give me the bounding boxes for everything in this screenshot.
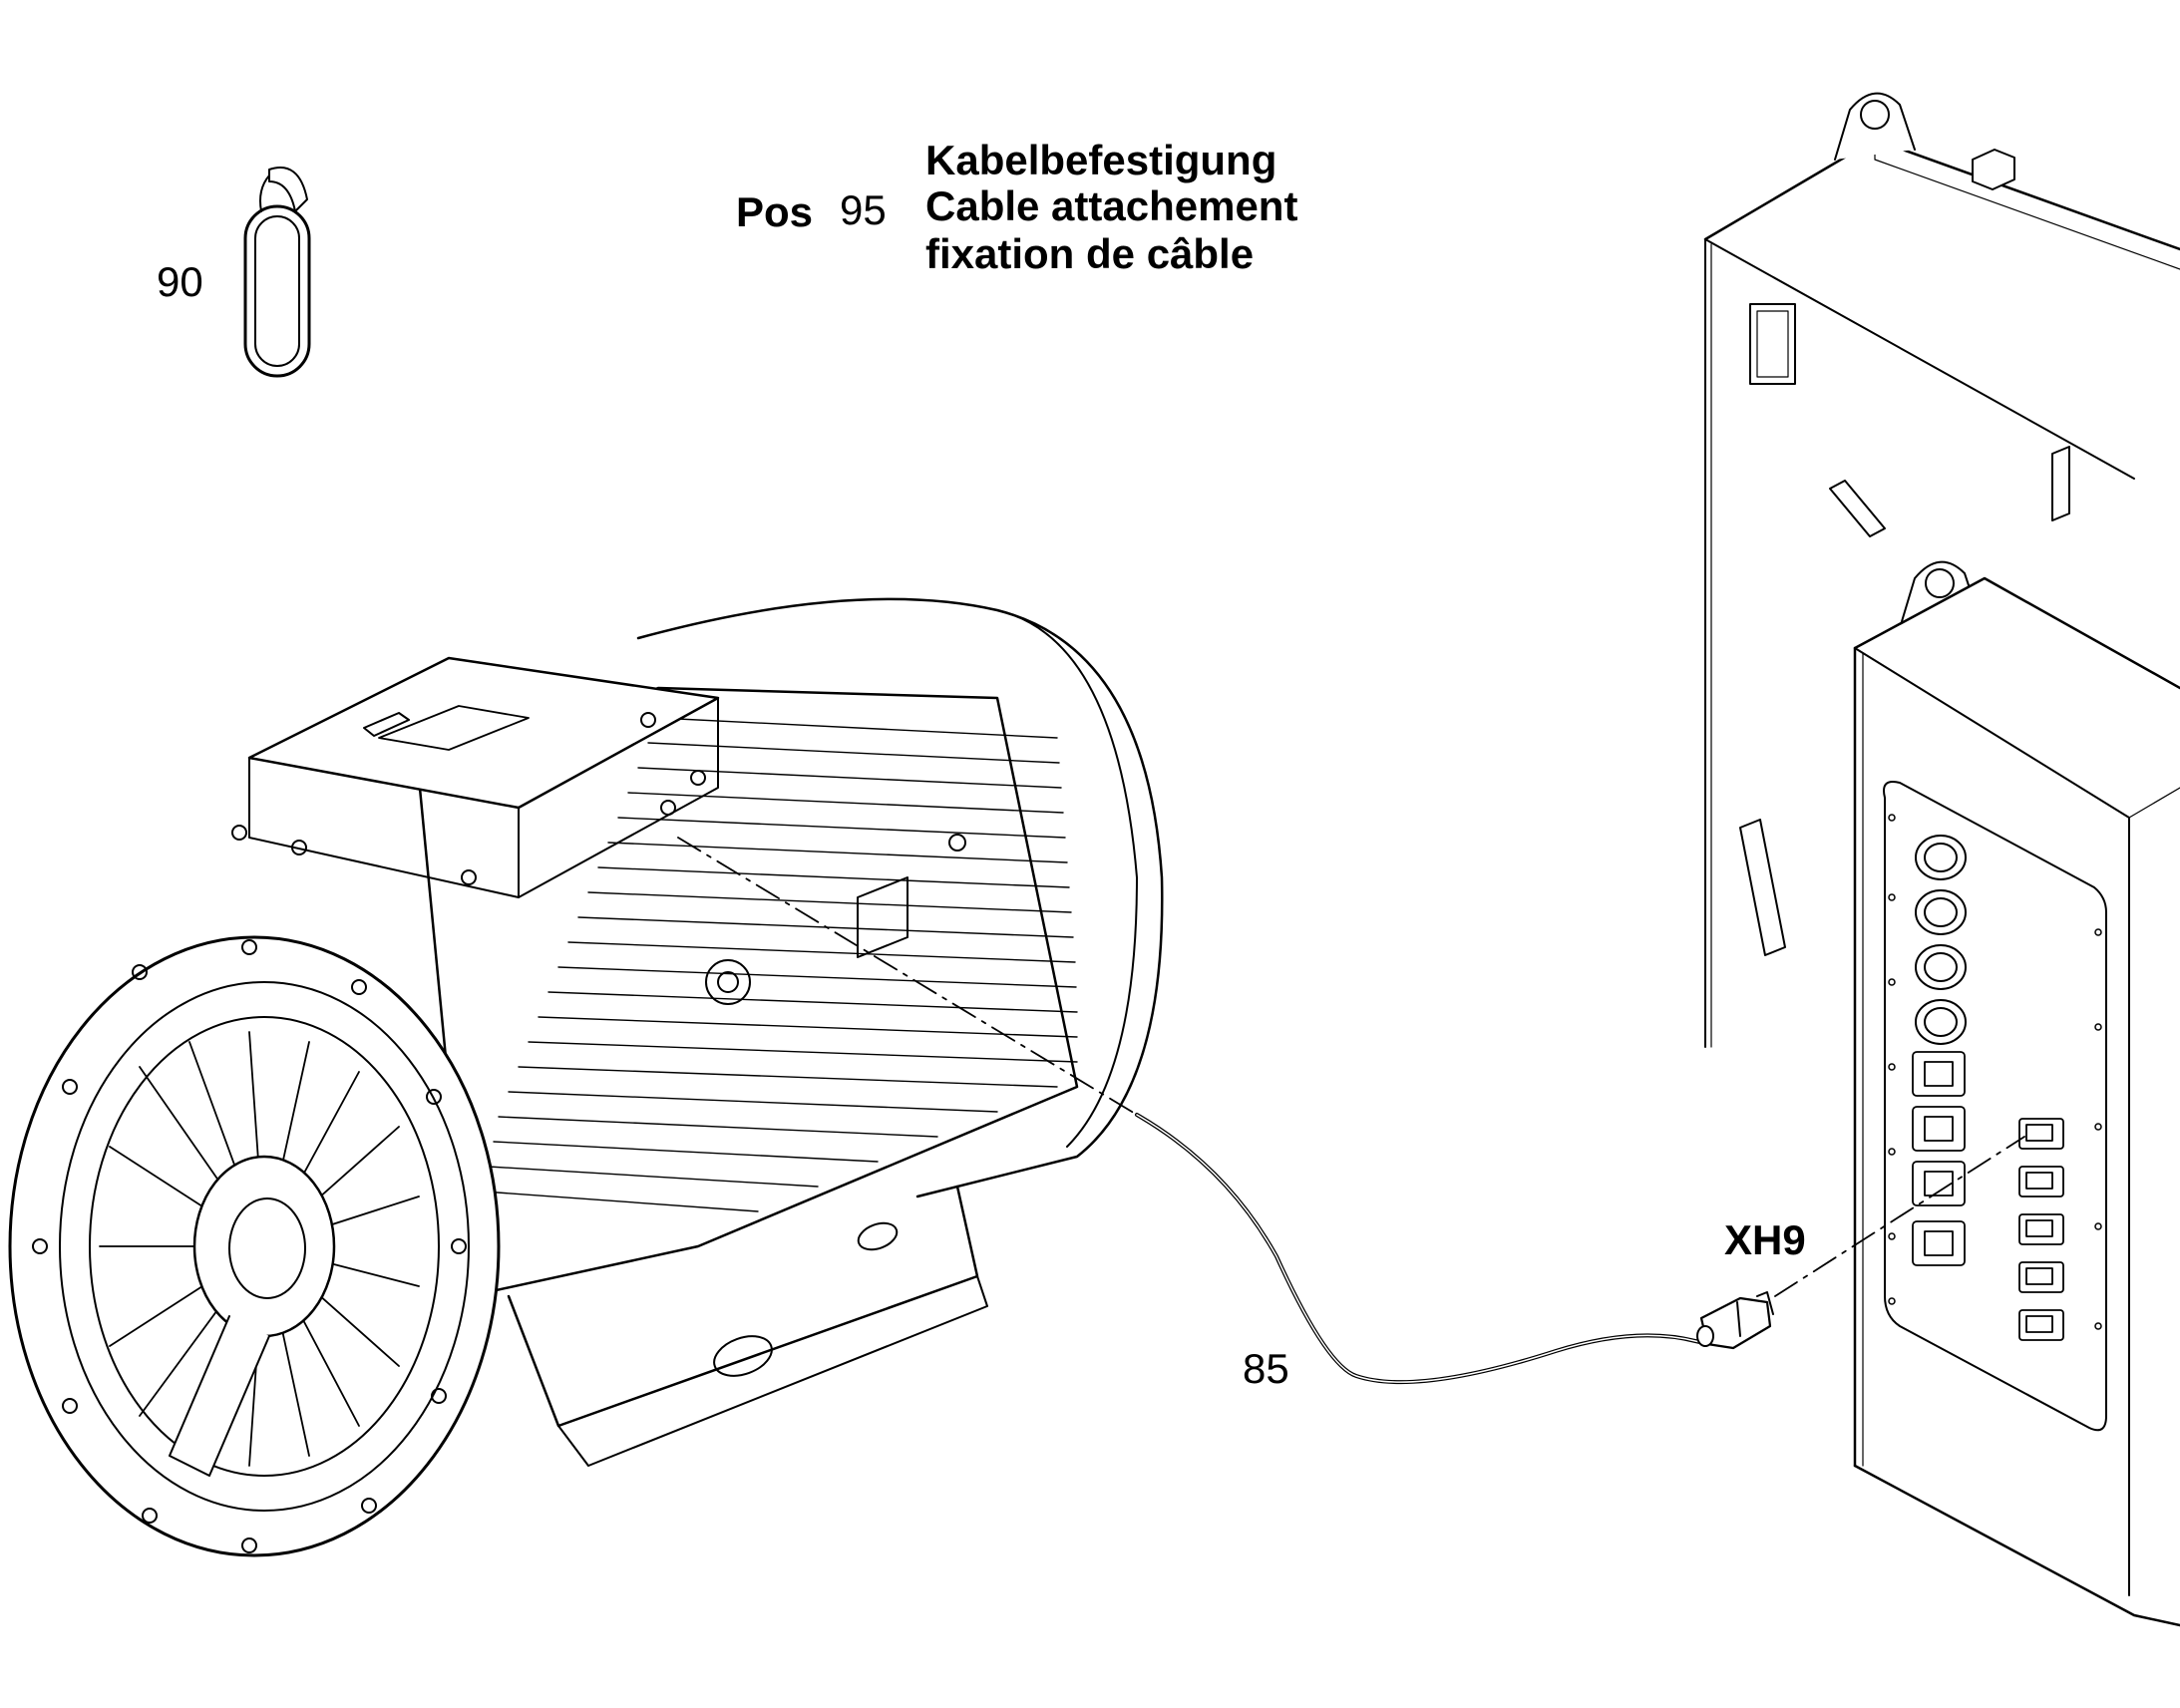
title-block: Pos 95 Kabelbefestigung Cable attachemen… bbox=[736, 140, 1334, 279]
description-english: Cable attachement bbox=[925, 182, 1298, 229]
electric-motor bbox=[8, 597, 1164, 1557]
cable-clip-part bbox=[243, 167, 311, 378]
pos-number: 95 bbox=[840, 186, 887, 233]
pos-label: Pos bbox=[736, 188, 814, 235]
cooling-fins bbox=[483, 717, 1078, 1212]
callout-item-85: 85 bbox=[1243, 1345, 1289, 1392]
callout-item-90: 90 bbox=[157, 258, 203, 305]
flange-bolt-holes bbox=[32, 939, 467, 1553]
sensor-cable-part bbox=[1135, 1113, 1774, 1385]
cable-glands bbox=[1915, 835, 1967, 1045]
connector-sockets bbox=[1912, 1051, 2064, 1341]
description-french: fixation de câble bbox=[925, 230, 1255, 277]
control-cabinet bbox=[1703, 92, 2180, 1627]
plate-rivets bbox=[1888, 814, 2102, 1330]
description-german: Kabelbefestigung bbox=[925, 137, 1277, 183]
leader-lines bbox=[677, 837, 2025, 1297]
callout-connector-xh9: XH9 bbox=[1724, 1216, 1806, 1263]
